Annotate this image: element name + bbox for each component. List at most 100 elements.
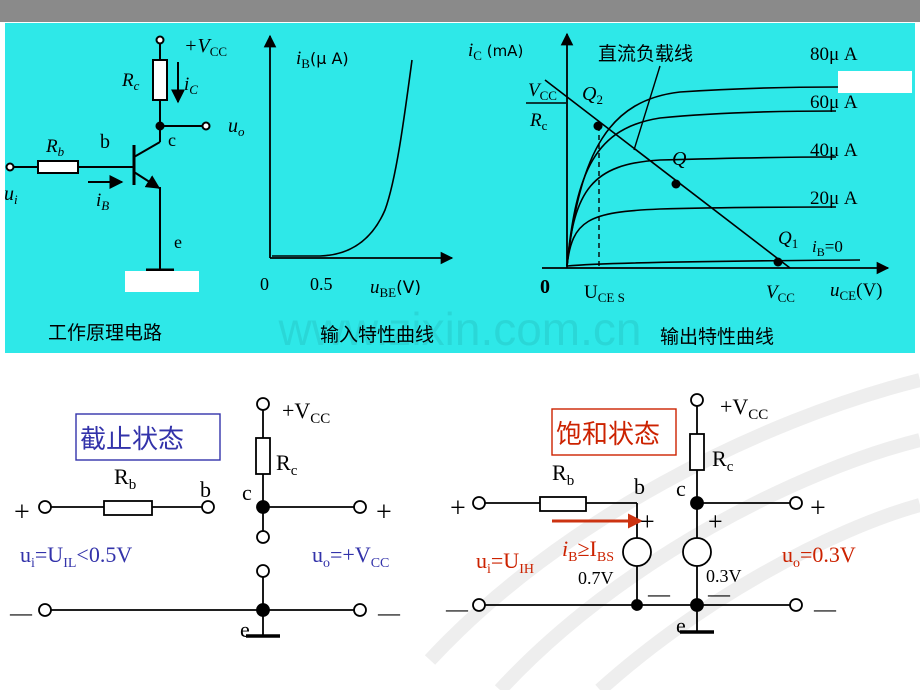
sat-rc-resistor xyxy=(689,433,705,471)
cutoff-output-minus-terminal xyxy=(353,603,367,617)
circuit-labels: +VCC Rc iC uo c b Rb ui iB e 工作原理电路 xyxy=(4,35,245,344)
input-characteristic-chart xyxy=(263,34,454,265)
q-point xyxy=(671,179,681,189)
cutoff-b-terminal xyxy=(201,500,215,514)
svg-text:—: — xyxy=(9,600,33,625)
curve-0uA xyxy=(566,259,861,267)
emitter-arrow xyxy=(133,171,161,189)
svg-text:iC (mA): iC (mA) xyxy=(468,40,523,63)
svg-text:c: c xyxy=(168,130,176,150)
svg-text:+VCC: +VCC xyxy=(184,35,227,59)
svg-text:VCC: VCC xyxy=(528,80,557,103)
operating-points xyxy=(593,121,783,267)
svg-text:Q: Q xyxy=(672,148,687,170)
svg-text:c: c xyxy=(676,476,686,501)
svg-text:uo=+VCC: uo=+VCC xyxy=(312,542,389,571)
load-line-label: 直流负载线 xyxy=(598,43,693,65)
svg-text:40μ A: 40μ A xyxy=(810,140,858,161)
cutoff-rb-resistor xyxy=(103,500,153,516)
svg-text:Rb: Rb xyxy=(45,136,65,159)
background-swirl xyxy=(424,373,920,690)
cutoff-output-plus-terminal xyxy=(353,500,367,514)
cutoff-c-open-terminal xyxy=(256,530,270,544)
svg-text:0.5: 0.5 xyxy=(310,274,333,294)
sat-vce-source xyxy=(682,537,712,567)
saturation-labels: 饱和状态 +VCC Rc Rb b c e + + + + — — — — ui… xyxy=(445,394,856,638)
svg-text:+: + xyxy=(376,497,392,528)
saturation-circuit xyxy=(472,393,803,634)
sat-rb-resistor xyxy=(539,496,587,512)
sat-vcc-terminal xyxy=(690,393,704,407)
sat-input-minus-terminal xyxy=(472,598,486,612)
caption-input: 输入特性曲线 xyxy=(320,324,434,346)
cutoff-labels: 截止状态 +VCC Rc Rb b c e + + — — ui=UIL<0.5… xyxy=(9,398,401,642)
svg-text:Rb: Rb xyxy=(114,464,136,493)
sat-title-box xyxy=(551,408,677,456)
svg-text:e: e xyxy=(240,617,250,642)
svg-text:ui=UIL<0.5V: ui=UIL<0.5V xyxy=(20,542,132,571)
svg-text:—: — xyxy=(377,600,401,625)
svg-text:+: + xyxy=(450,493,466,524)
cutoff-title-box xyxy=(75,413,221,461)
svg-text:0: 0 xyxy=(540,276,550,298)
svg-text:ui=UIH: ui=UIH xyxy=(476,548,534,577)
curve-40uA xyxy=(566,156,837,267)
svg-text:+: + xyxy=(640,507,655,536)
svg-text:iC: iC xyxy=(184,74,198,97)
svg-text:Rc: Rc xyxy=(529,110,548,133)
input-curve xyxy=(272,59,413,257)
svg-text:80μ A: 80μ A xyxy=(810,44,858,65)
cutoff-circuit xyxy=(38,397,367,638)
svg-text:uBE(V): uBE(V) xyxy=(370,277,421,300)
sat-input-plus-terminal xyxy=(472,496,486,510)
q2-point xyxy=(593,121,603,131)
svg-text:+VCC: +VCC xyxy=(720,394,768,423)
ui-terminal xyxy=(5,162,15,172)
svg-text:0: 0 xyxy=(260,274,269,294)
svg-text:ui: ui xyxy=(4,183,18,207)
caption-circuit: 工作原理电路 xyxy=(48,322,162,344)
rc-resistor xyxy=(152,59,168,101)
working-principle-circuit xyxy=(5,35,211,272)
watermark: www.zixin.com.cn xyxy=(278,303,642,355)
svg-text:iB=0: iB=0 xyxy=(812,237,843,259)
svg-text:Rc: Rc xyxy=(121,70,140,93)
q1-point xyxy=(773,257,783,267)
output-chart-labels: iC (mA) 直流负载线 VCC Rc Q2 Q Q1 iB=0 80μ A … xyxy=(468,40,883,348)
svg-text:b: b xyxy=(200,477,211,502)
svg-text:0.7V: 0.7V xyxy=(578,568,614,588)
top-gray-bar xyxy=(0,0,920,22)
svg-text:c: c xyxy=(242,480,252,505)
sat-output-plus-terminal xyxy=(789,496,803,510)
svg-text:e: e xyxy=(676,613,686,638)
curve-20uA xyxy=(566,206,837,267)
dc-load-line xyxy=(544,79,791,269)
svg-text:iB(μ A): iB(μ A) xyxy=(296,48,349,71)
svg-text:—: — xyxy=(813,596,837,621)
svg-text:b: b xyxy=(100,131,110,153)
output-characteristic-chart xyxy=(526,32,890,275)
load-line-pointer xyxy=(633,65,661,151)
svg-text:—: — xyxy=(445,596,469,621)
svg-text:Rc: Rc xyxy=(276,450,298,479)
svg-text:iB: iB xyxy=(96,190,109,213)
svg-text:e: e xyxy=(174,232,182,252)
rb-resistor xyxy=(37,160,79,174)
svg-text:截止状态: 截止状态 xyxy=(80,425,184,455)
cutoff-rc-resistor xyxy=(255,437,271,475)
blank-box-left xyxy=(125,271,199,292)
svg-text:uCE(V): uCE(V) xyxy=(830,280,883,303)
svg-text:UCE S: UCE S xyxy=(584,282,625,305)
svg-text:+: + xyxy=(708,507,723,536)
caption-output: 输出特性曲线 xyxy=(660,326,774,348)
cutoff-vcc-terminal xyxy=(256,397,270,411)
svg-text:Rc: Rc xyxy=(712,446,734,475)
svg-text:Q1: Q1 xyxy=(778,228,798,251)
svg-text:20μ A: 20μ A xyxy=(810,188,858,209)
blank-box-right xyxy=(838,71,912,93)
input-chart-labels: iB(μ A) 0 0.5 uBE(V) 输入特性曲线 xyxy=(260,48,434,346)
svg-text:60μ A: 60μ A xyxy=(810,92,858,113)
uo-terminal xyxy=(201,121,211,131)
vcc-terminal xyxy=(155,35,165,45)
